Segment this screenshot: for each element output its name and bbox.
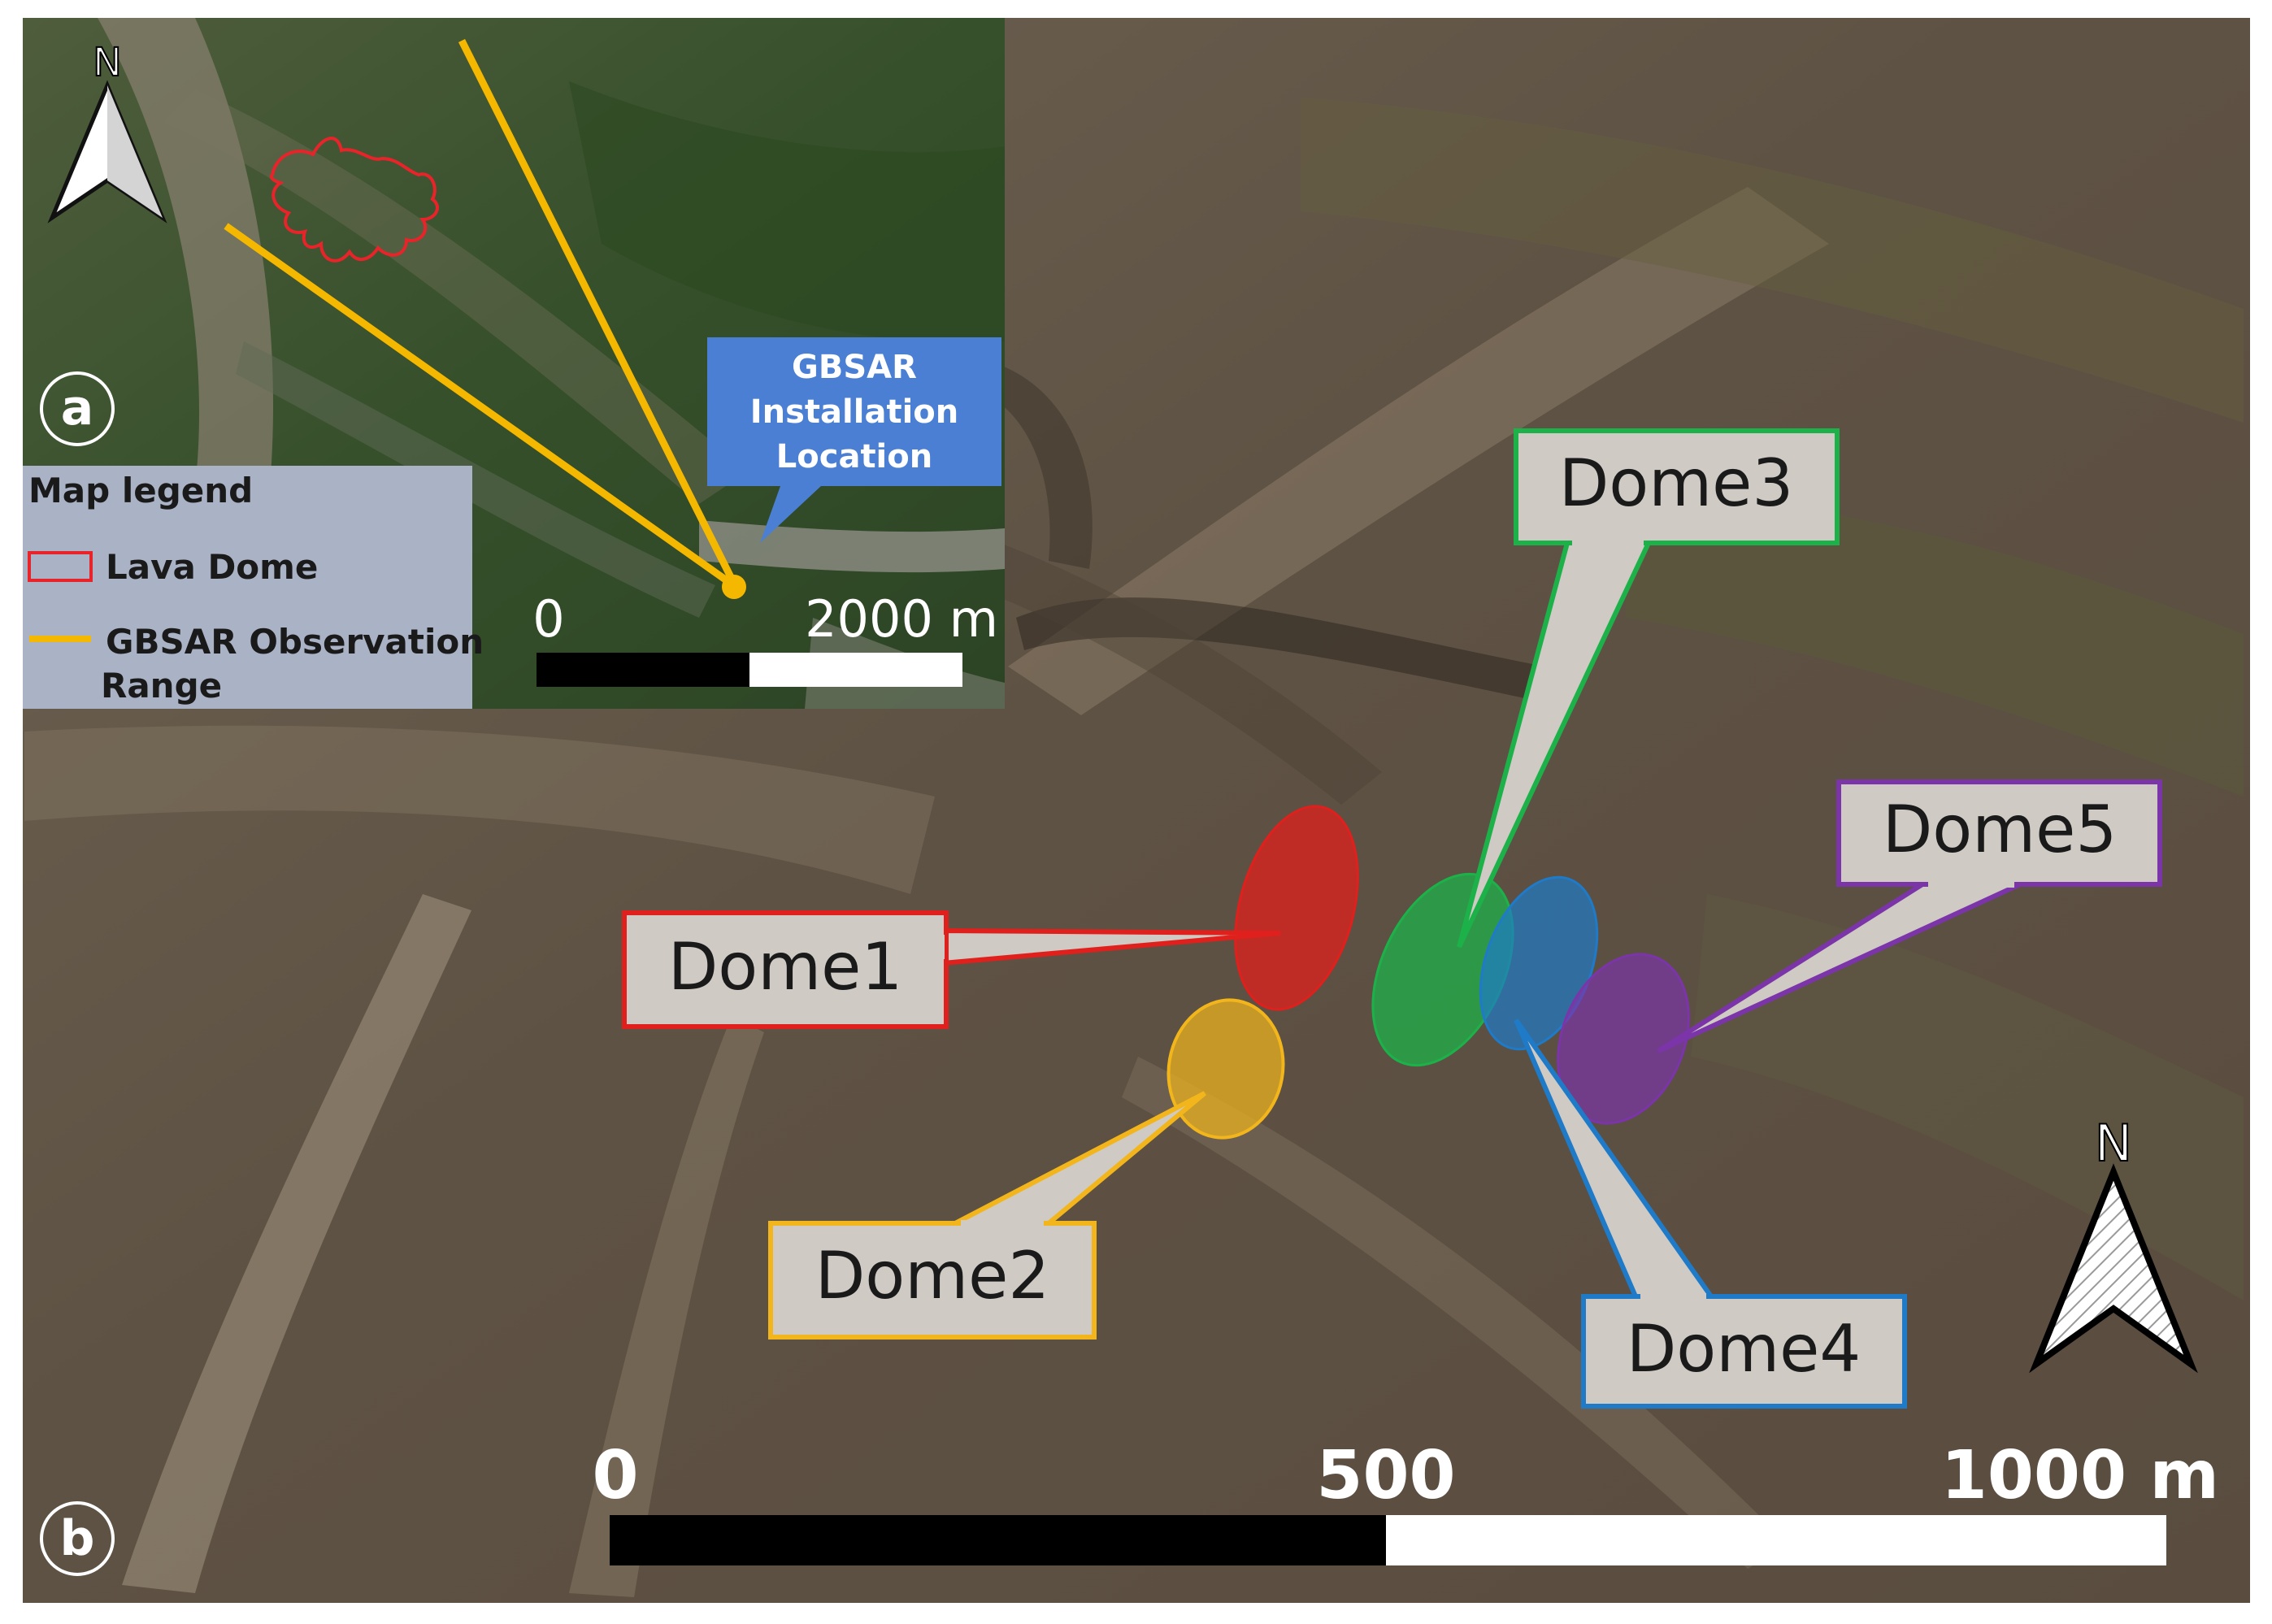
north-label-a: N: [93, 40, 122, 85]
panel-a-letter: a: [61, 380, 94, 436]
lava-dome-outline: [269, 137, 439, 263]
callout-line-1: GBSAR: [792, 349, 917, 386]
dome1-label: Dome1: [668, 929, 903, 1005]
map-legend: Map legend Lava Dome GBSAR Observation R…: [23, 466, 484, 709]
scale-bar-panel-b: 0 500 1000 m: [592, 1437, 2219, 1565]
panel-b-letter: b: [60, 1510, 95, 1567]
scale-a-end: 2000 m: [805, 589, 998, 649]
north-arrow-panel-a: N: [47, 39, 167, 224]
dome2-callout: Dome2: [768, 1091, 1206, 1340]
north-arrow-hatched-icon: [2029, 1163, 2198, 1374]
dome1-area: [1234, 805, 1359, 1011]
gbsar-range-line-west: [224, 223, 738, 590]
dome4-callout: Dome4: [1514, 1018, 1907, 1409]
dome2-label: Dome2: [815, 1238, 1050, 1314]
dome3-callout: Dome3: [1457, 428, 1840, 949]
dome5-callout: Dome5: [1657, 779, 2162, 1053]
scale-a-start: 0: [532, 589, 564, 649]
gbsar-callout: GBSAR Installation Location: [707, 337, 1001, 543]
legend-lava-dome: Lava Dome: [106, 547, 318, 587]
gbsar-range-line-north: [458, 38, 740, 589]
gbsar-installation-point: [722, 575, 746, 599]
dome2-area: [1166, 998, 1285, 1140]
legend-gbsar-line-2: Range: [101, 666, 222, 706]
panel-a-label: a: [40, 371, 115, 446]
callout-line-3: Location: [776, 438, 932, 475]
callout-line-2: Installation: [750, 393, 958, 431]
north-arrow-panel-b: N: [2029, 1113, 2198, 1374]
scale-bar-panel-a: 0 2000 m: [532, 589, 998, 687]
dome5-label: Dome5: [1883, 792, 2118, 867]
dome1-callout: Dome1: [622, 910, 1281, 1029]
panel-b-label: b: [40, 1501, 115, 1576]
scale-b-end: 1000 m: [1941, 1437, 2219, 1514]
legend-gbsar-line-1: GBSAR Observation: [106, 622, 484, 662]
dome4-label: Dome4: [1627, 1311, 1861, 1387]
lava-dome-swatch: [28, 551, 93, 582]
legend-title: Map legend: [28, 471, 253, 510]
scale-b-start: 0: [592, 1437, 638, 1514]
dome5-area: [1557, 953, 1690, 1125]
scale-b-mid: 500: [1316, 1437, 1455, 1514]
dome3-label: Dome3: [1559, 445, 1794, 521]
